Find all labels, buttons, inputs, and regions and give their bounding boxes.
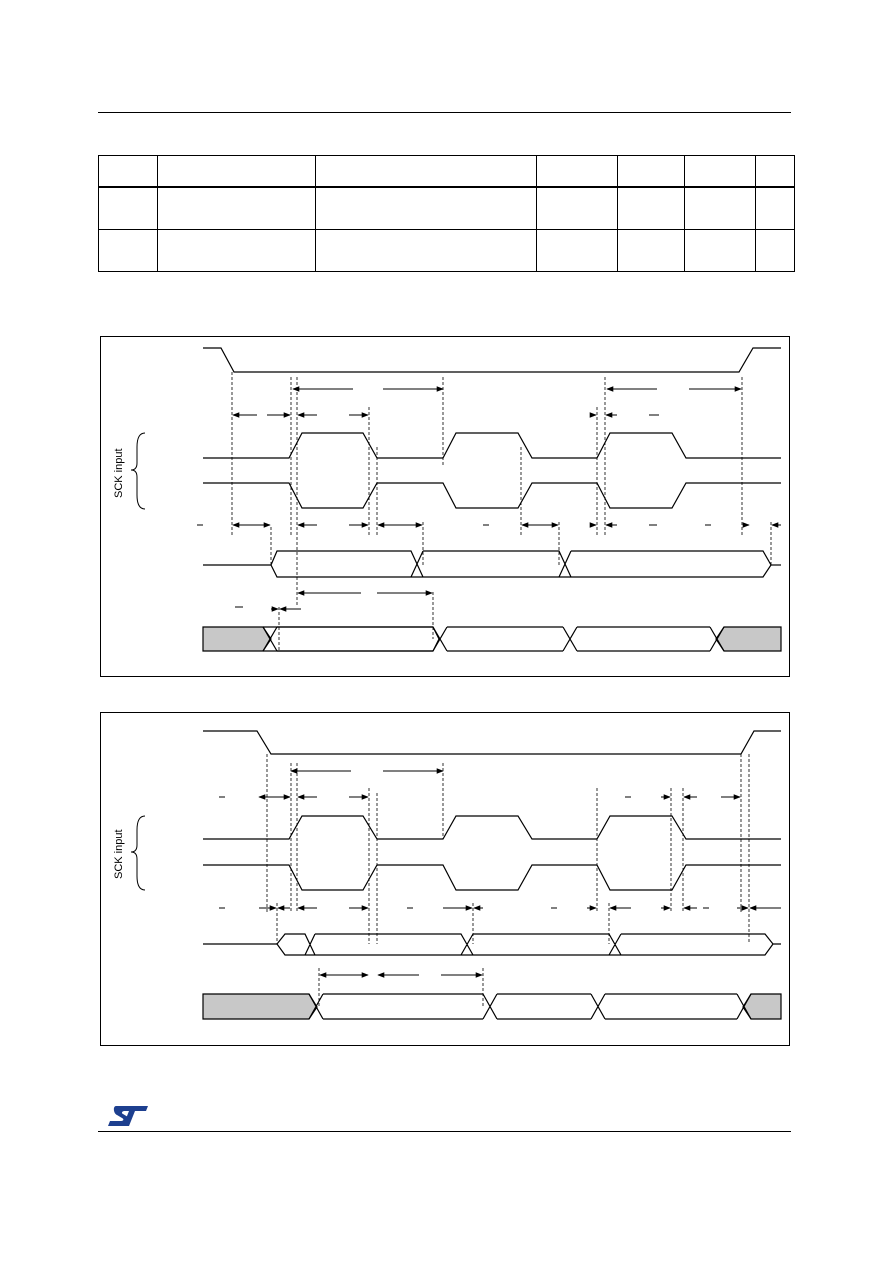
table-cell bbox=[684, 186, 756, 230]
table-cell bbox=[98, 186, 158, 230]
table-cell bbox=[755, 186, 795, 230]
table-row bbox=[98, 229, 795, 272]
sck-cpol0-waveform bbox=[203, 815, 781, 840]
timing-guides bbox=[266, 754, 750, 1007]
table-cell bbox=[755, 229, 795, 272]
table-cell bbox=[617, 186, 685, 230]
table-cell bbox=[98, 229, 158, 272]
sck-cpol0-waveform bbox=[203, 432, 781, 459]
st-logo-icon bbox=[108, 1106, 148, 1126]
miso-bus bbox=[276, 933, 781, 956]
table-cell bbox=[755, 155, 795, 188]
table-cell bbox=[617, 155, 685, 188]
table-cell bbox=[536, 186, 618, 230]
table-cell bbox=[98, 155, 158, 188]
sck-cpol1-waveform bbox=[203, 482, 781, 509]
nss-waveform bbox=[203, 730, 781, 755]
table-cell bbox=[157, 186, 316, 230]
sck-input-label: SCK input bbox=[113, 829, 125, 879]
table-cell bbox=[536, 155, 618, 188]
timing-guides bbox=[231, 372, 772, 651]
sck-brace bbox=[130, 815, 146, 891]
table-cell bbox=[536, 229, 618, 272]
mosi-bus bbox=[262, 626, 725, 652]
sck-cpol1-waveform bbox=[203, 864, 781, 891]
footer-rule bbox=[98, 1131, 791, 1132]
table-cell bbox=[157, 229, 316, 272]
timing-diagram-1-drawing bbox=[130, 347, 782, 652]
table-cell bbox=[315, 229, 537, 272]
table-header-row bbox=[98, 155, 795, 188]
table-cell bbox=[315, 155, 537, 188]
mosi-bus bbox=[308, 993, 752, 1020]
table-cell bbox=[315, 186, 537, 230]
timing-diagram-1: SCK input bbox=[100, 336, 790, 677]
sck-brace bbox=[130, 432, 146, 510]
timing-arrows bbox=[219, 768, 781, 978]
mosi-dont-care-end bbox=[715, 626, 782, 652]
timing-diagram-2: SCK input bbox=[100, 712, 790, 1046]
table-cell bbox=[157, 155, 316, 188]
spec-table bbox=[98, 155, 795, 272]
header-rule bbox=[98, 112, 791, 113]
timing-diagram-2-drawing bbox=[130, 730, 782, 1020]
timing-arrows bbox=[197, 386, 781, 612]
nss-waveform bbox=[203, 347, 781, 373]
mosi-dont-care-start bbox=[202, 626, 272, 652]
sck-input-label: SCK input bbox=[113, 448, 125, 498]
table-row bbox=[98, 186, 795, 230]
table-cell bbox=[684, 229, 756, 272]
table-cell bbox=[617, 229, 685, 272]
mosi-dont-care-start bbox=[202, 993, 318, 1020]
miso-bus bbox=[270, 550, 772, 578]
table-cell bbox=[684, 155, 756, 188]
